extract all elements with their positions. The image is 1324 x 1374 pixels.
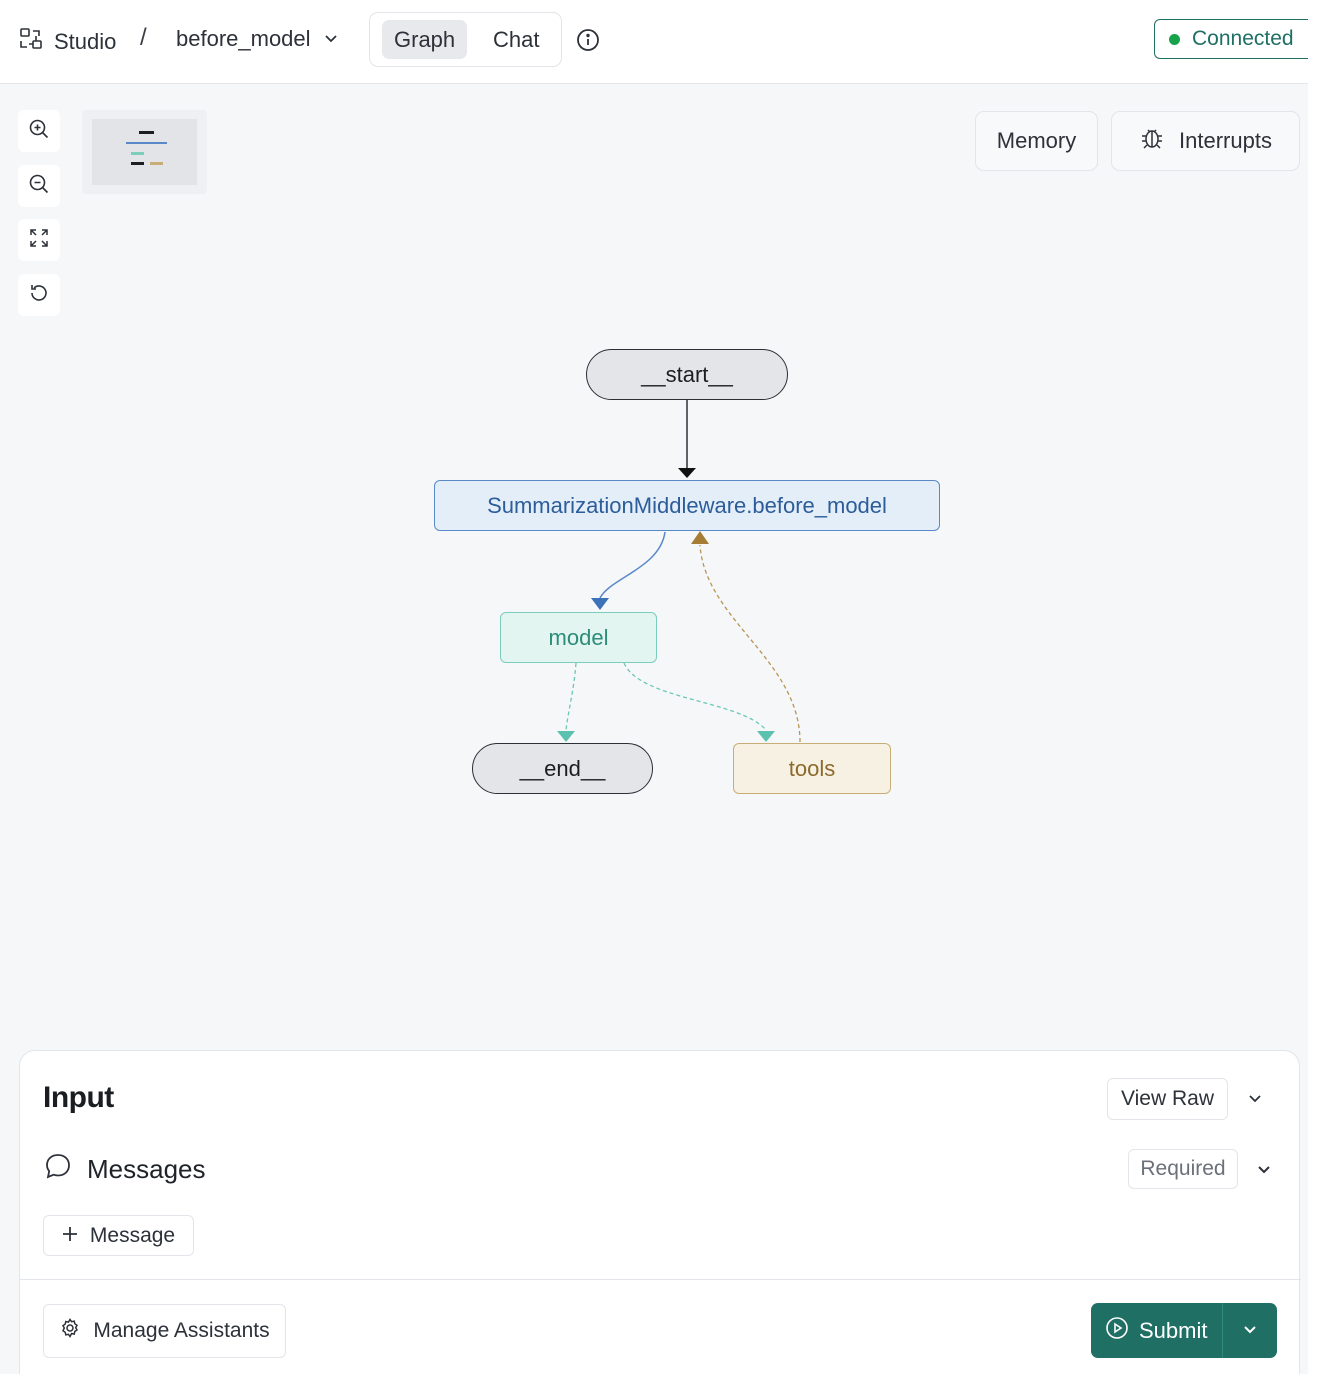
chat-bubble-icon: [43, 1151, 73, 1188]
breadcrumb-separator: /: [140, 24, 147, 51]
node-start[interactable]: __start__: [586, 349, 788, 400]
submit-label: Submit: [1139, 1317, 1208, 1343]
add-message-button[interactable]: Message: [43, 1215, 194, 1256]
fit-view-button[interactable]: [18, 219, 60, 261]
reset-view-button[interactable]: [18, 274, 60, 316]
interrupts-label: Interrupts: [1179, 128, 1272, 153]
top-bar: Studio / before_model Graph Chat Connect…: [0, 0, 1314, 84]
connection-status-badge[interactable]: Connected: [1154, 19, 1314, 59]
edge-start-to-before-model: [678, 400, 696, 478]
status-dot-icon: [1169, 33, 1180, 45]
plus-icon: [62, 1224, 78, 1248]
edge-tools-to-before-model: [691, 531, 801, 743]
minimap-graph-preview: [126, 131, 167, 165]
memory-label: Memory: [996, 128, 1077, 153]
play-circle-icon: [1105, 1316, 1129, 1346]
zoom-in-button[interactable]: [18, 110, 60, 152]
messages-chevron-icon[interactable]: [1255, 1160, 1273, 1183]
graph-selector[interactable]: before_model: [176, 26, 339, 52]
studio-icon: [18, 26, 44, 58]
scrollbar-track[interactable]: [1308, 0, 1324, 1374]
node-model[interactable]: model: [500, 612, 657, 663]
view-raw-button[interactable]: View Raw: [1107, 1078, 1228, 1120]
panel-divider: [20, 1279, 1301, 1280]
node-tools[interactable]: tools: [733, 743, 891, 794]
messages-label: Messages: [87, 1154, 206, 1184]
submit-options-dropdown[interactable]: [1223, 1303, 1277, 1358]
messages-field-label: Messages: [43, 1151, 206, 1188]
edge-model-to-end: [557, 662, 577, 742]
zoom-out-icon: [28, 173, 50, 200]
chevron-down-icon: [1241, 1318, 1259, 1344]
reset-icon: [28, 282, 50, 309]
studio-home-link[interactable]: Studio: [18, 26, 116, 58]
submit-button-group: Submit: [1091, 1303, 1277, 1358]
graph-name: before_model: [176, 26, 311, 51]
tab-graph[interactable]: Graph: [382, 20, 468, 59]
info-icon[interactable]: [576, 28, 600, 57]
zoom-in-icon: [28, 118, 50, 145]
bug-icon: [1139, 125, 1165, 157]
view-mode-toggle: Graph Chat: [369, 12, 562, 67]
graph-edges: [557, 400, 801, 743]
minimap-viewport: [92, 119, 197, 185]
connection-status-label: Connected: [1192, 27, 1294, 50]
edge-before-model-to-model: [591, 531, 666, 610]
minimap[interactable]: [82, 110, 207, 194]
input-panel: Input View Raw Messages Required Message…: [19, 1050, 1301, 1374]
node-before-model[interactable]: SummarizationMiddleware.before_model: [434, 480, 940, 531]
gear-icon: [59, 1317, 81, 1345]
manage-assistants-label: Manage Assistants: [93, 1319, 270, 1342]
submit-button[interactable]: Submit: [1091, 1303, 1223, 1358]
tab-chat[interactable]: Chat: [493, 27, 540, 52]
studio-label: Studio: [54, 29, 117, 54]
fit-view-icon: [28, 227, 50, 254]
interrupts-button[interactable]: Interrupts: [1111, 111, 1300, 171]
node-end[interactable]: __end__: [472, 743, 653, 794]
input-panel-title: Input: [43, 1081, 114, 1114]
memory-button[interactable]: Memory: [975, 111, 1098, 171]
zoom-out-button[interactable]: [18, 165, 60, 207]
edge-model-to-tools: [623, 662, 775, 742]
manage-assistants-button[interactable]: Manage Assistants: [43, 1304, 286, 1358]
collapse-input-chevron-icon[interactable]: [1246, 1089, 1264, 1112]
required-badge: Required: [1128, 1149, 1238, 1189]
chevron-down-icon: [323, 26, 339, 52]
add-message-label: Message: [89, 1223, 176, 1247]
